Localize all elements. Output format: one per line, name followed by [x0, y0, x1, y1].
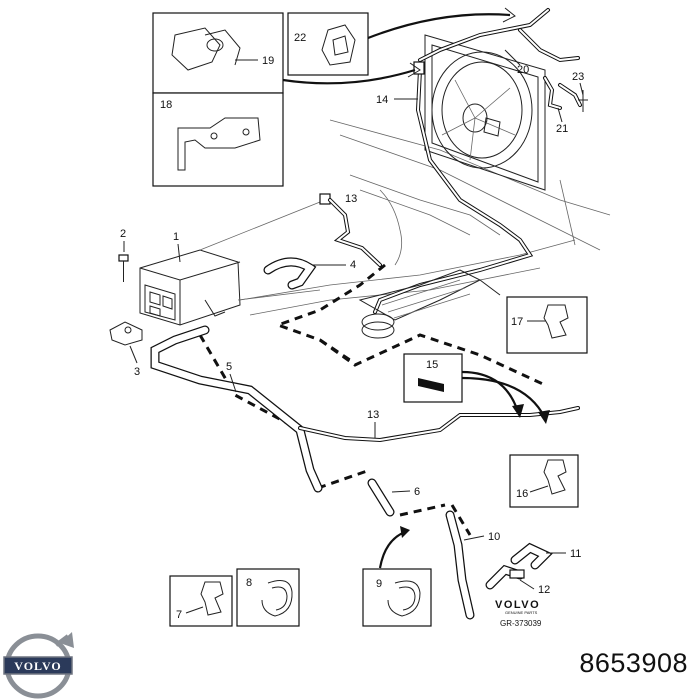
- pipe-13-upper: 13: [319, 193, 382, 267]
- radiator-fan-assembly: [424, 34, 546, 191]
- callout-19: 19: [262, 55, 274, 67]
- volvo-logo: VOLVO: [3, 632, 74, 699]
- pipe-21: [543, 76, 588, 112]
- drawing-badge: VOLVO GENUINE PARTS GR-373039: [495, 599, 542, 628]
- callout-21: 21: [556, 123, 568, 135]
- pipe-14: [373, 61, 534, 314]
- callout-3: 3: [134, 366, 140, 378]
- callout-6: 6: [414, 486, 420, 498]
- callout-15: 15: [426, 359, 438, 371]
- evap-canister: 1: [139, 199, 326, 326]
- inset-17: 17: [479, 279, 588, 354]
- hose-12: 12: [485, 564, 550, 596]
- callout-13-lower: 13: [367, 409, 379, 421]
- hose-10: 10: [378, 510, 500, 620]
- hose-5: 5: [150, 325, 323, 493]
- inset-8: 8: [236, 568, 300, 627]
- pipe-13-lower: 13: [298, 406, 580, 443]
- callout-10: 10: [488, 531, 500, 543]
- inset-16: 16: [509, 454, 579, 508]
- badge-sub: GENUINE PARTS: [505, 610, 538, 615]
- callout-23: 23: [572, 71, 584, 83]
- hose-4: 4: [263, 257, 356, 290]
- part-number: 8653908: [579, 648, 688, 678]
- badge-brand: VOLVO: [495, 599, 540, 611]
- logo-text: VOLVO: [14, 659, 61, 673]
- hose-11: 11: [510, 542, 581, 570]
- callout-2: 2: [120, 228, 126, 240]
- bolt-2: 2: [118, 228, 129, 282]
- inset-19-18: 19 18: [152, 12, 421, 187]
- dashed-leaders: [198, 263, 546, 536]
- inset-7: 7: [169, 575, 233, 627]
- inset-9: 9: [362, 568, 432, 627]
- callout-14: 14: [376, 94, 388, 106]
- callout-7: 7: [176, 609, 182, 621]
- callout-11: 11: [570, 548, 581, 560]
- inset-15: 15: [403, 353, 550, 424]
- callout-8: 8: [246, 577, 252, 589]
- callout-1: 1: [173, 231, 179, 243]
- callout-20: 20: [517, 64, 529, 76]
- callout-17: 17: [511, 316, 523, 328]
- callouts-upper-right: 20 21 23 14: [376, 49, 584, 135]
- callout-18: 18: [160, 99, 172, 111]
- callout-5: 5: [226, 361, 232, 373]
- callout-12: 12: [538, 584, 550, 596]
- drawing-code: GR-373039: [500, 619, 542, 628]
- callout-16: 16: [516, 488, 528, 500]
- hose-6: 6: [367, 478, 420, 517]
- pipe-20: [418, 8, 580, 63]
- callout-13-upper: 13: [345, 193, 357, 205]
- bracket-3: 3: [109, 321, 143, 378]
- callout-22: 22: [294, 32, 306, 44]
- callout-9: 9: [376, 578, 382, 590]
- inset-22: 22: [287, 7, 516, 76]
- callout-4: 4: [350, 259, 356, 271]
